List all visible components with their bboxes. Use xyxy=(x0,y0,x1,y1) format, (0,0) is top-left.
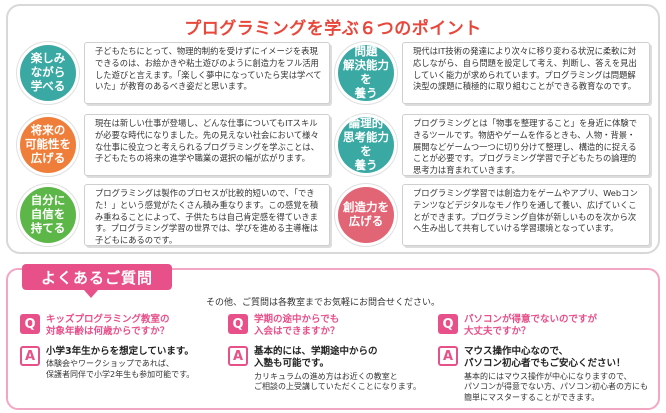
faq-answer-body: 体験会やワークショップであれば、 保護者同伴で小学2年生も参加可能です。 xyxy=(46,359,195,380)
point-badge: 自分に 自信を 持てる xyxy=(20,187,76,243)
point-text: 現代はIT技術の発達により次々に移り変わる状況に柔軟に対応しながら、自ら問題を設… xyxy=(402,42,650,104)
faq-answer-row: A マウス操作中心なので、 パソコン初心者でもご安心ください！ 基本的にはマウス… xyxy=(438,346,648,404)
point-5: 自分に 自信を 持てる プログラミングは製作のプロセスが比較的短いので、「できた… xyxy=(20,184,330,246)
faq-answer-row: A 基本的には、学期途中からの 入塾も可能です。 カリキュラムの進め方はお近くの… xyxy=(228,346,421,393)
point-text: プログラミングとは「物事を整理すること」を身近に体験できるツールです。物語やゲー… xyxy=(402,114,650,176)
faq-heading: よくあるご質問 xyxy=(22,264,172,298)
faq-answer-head: マウス操作中心なので、 パソコン初心者でもご安心ください！ xyxy=(464,346,626,370)
faq-item-2: Q 学期の途中からでも 入会はできますか？ A 基本的には、学期途中からの 入塾… xyxy=(228,314,433,410)
point-text: 子どもたちにとって、物理的制約を受けずにイメージを表現できるのは、お絵かきや粘土… xyxy=(84,42,330,104)
a-mark: A xyxy=(438,346,458,366)
main-title: プログラミングを学ぶ６つのポイント xyxy=(184,19,482,39)
faq-item-1: Q キッズプログラミング教室の 対象年齢は何歳からですか？ A 小学3年生からを… xyxy=(20,314,220,410)
a-mark: A xyxy=(20,346,40,366)
faq-question-row: Q キッズプログラミング教室の 対象年齢は何歳からですか？ xyxy=(20,314,170,339)
faq-answer-head: 基本的には、学期途中からの 入塾も可能です。 xyxy=(254,346,378,370)
a-mark: A xyxy=(228,346,248,366)
faq-item-3: Q パソコンが得意でないのですが 大丈夫ですか？ A マウス操作中心なので、 パ… xyxy=(438,314,656,410)
point-1: 楽しみ ながら 学べる 子どもたちにとって、物理的制約を受けずにイメージを表現で… xyxy=(20,42,330,104)
point-badge: 創造力を 広げる xyxy=(338,187,394,243)
faq-answer-body: 基本的にはマウス操作が中心になりますので、 パソコンが得意でない方、パソコン初心… xyxy=(464,371,648,403)
faq-question: キッズプログラミング教室の 対象年齢は何歳からですか？ xyxy=(46,314,170,338)
faq-answer-body: カリキュラムの進め方はお近くの教室と ご相談の上受講していただくことになります。 xyxy=(254,371,421,392)
q-mark: Q xyxy=(20,314,40,334)
faq-question-row: Q パソコンが得意でないのですが 大丈夫ですか？ xyxy=(438,314,597,339)
faq-intro: その他、ご質問は各教室までお気軽にお問合せください。 xyxy=(206,298,441,308)
faq-question-row: Q 学期の途中からでも 入会はできますか？ xyxy=(228,314,340,339)
q-mark: Q xyxy=(438,314,458,334)
faq-answer-head: 小学3年生からを想定しています。 xyxy=(46,346,194,357)
point-text: 現在は新しい仕事が登場し、どんな仕事についてもITスキルが必要な時代になりました… xyxy=(84,114,330,176)
q-mark: Q xyxy=(228,314,248,334)
points-panel: プログラミングを学ぶ６つのポイント 楽しみ ながら 学べる 子どもたちにとって、… xyxy=(6,4,660,254)
faq-answer-row: A 小学3年生からを想定しています。 体験会やワークショップであれば、 保護者同… xyxy=(20,346,194,381)
faq-question: 学期の途中からでも 入会はできますか？ xyxy=(254,314,340,338)
faq-question: パソコンが得意でないのですが 大丈夫ですか？ xyxy=(464,314,598,338)
point-3: 将来の 可能性を 広げる 現在は新しい仕事が登場し、どんな仕事についてもITスキ… xyxy=(20,114,330,176)
point-4: 論理的 思考能力を 養う プログラミングとは「物事を整理すること」を身近に体験で… xyxy=(338,114,650,176)
point-badge: 将来の 可能性を 広げる xyxy=(20,117,76,173)
point-badge: 論理的 思考能力を 養う xyxy=(338,117,394,173)
faq-panel: よくあるご質問 その他、ご質問は各教室までお気軽にお問合せください。 Q キッズ… xyxy=(6,264,660,410)
point-6: 創造力を 広げる プログラミング学習では創造力をゲームやアプリ、Webコンテンツ… xyxy=(338,184,650,246)
point-2: 問題 解決能力を 養う 現代はIT技術の発達により次々に移り変わる状況に柔軟に対… xyxy=(338,42,650,104)
point-badge: 楽しみ ながら 学べる xyxy=(20,45,76,101)
point-text: プログラミングは製作のプロセスが比較的短いので、「できた！」という感覚がたくさん… xyxy=(84,184,330,246)
point-badge: 問題 解決能力を 養う xyxy=(338,45,394,101)
point-text: プログラミング学習では創造力をゲームやアプリ、Webコンテンツなどデジタルなモノ… xyxy=(402,184,650,246)
